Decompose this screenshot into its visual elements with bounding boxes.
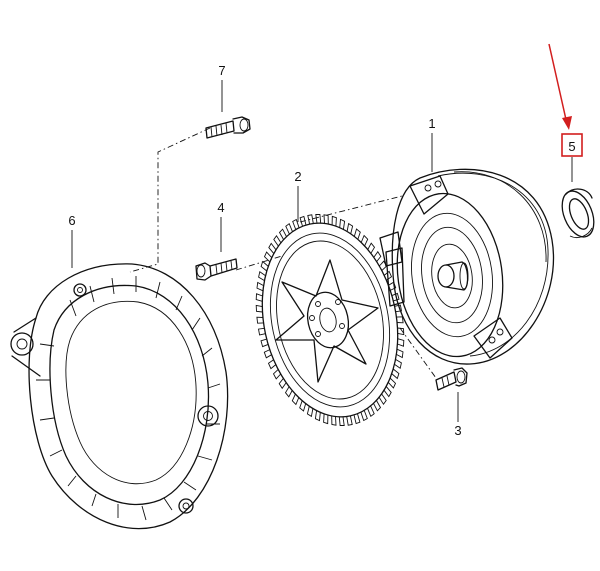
gear-tooth: [396, 316, 404, 324]
highlight-box: [561, 133, 583, 157]
housing-bolt-icon: [205, 116, 251, 139]
gear-tooth: [255, 304, 263, 313]
gear-tooth: [263, 349, 272, 359]
gear-tooth: [284, 386, 293, 398]
gear-tooth: [299, 400, 307, 412]
highlight-arrow: [548, 43, 572, 130]
gear-tooth: [256, 316, 264, 324]
gear-tooth: [373, 400, 382, 412]
gear-tooth: [278, 378, 287, 390]
gear-tooth: [299, 215, 307, 227]
gear-tooth: [260, 260, 269, 272]
gear-tooth: [306, 405, 314, 418]
gear-tooth: [291, 393, 300, 406]
gear-tooth: [256, 281, 264, 292]
gear-tooth: [353, 228, 361, 240]
gear-tooth: [346, 415, 353, 426]
gear-tooth: [378, 393, 387, 405]
gear-tooth: [285, 222, 293, 235]
gear-tooth: [383, 386, 392, 398]
gear-tooth: [331, 415, 337, 426]
alignment-lines: [129, 127, 437, 379]
gear-tooth: [323, 413, 329, 425]
part-label-5: 5: [568, 139, 575, 154]
gear-tooth: [367, 405, 375, 418]
part-label-2: 2: [294, 169, 301, 184]
gear-tooth: [273, 235, 282, 247]
gear-tooth: [278, 228, 287, 240]
gear-tooth: [338, 416, 345, 426]
gear-tooth: [391, 292, 400, 302]
gear-tooth: [260, 338, 269, 348]
torque-converter-icon: [379, 168, 555, 365]
gear-tooth: [353, 413, 361, 425]
part-label-6: 6: [68, 213, 75, 228]
gear-tooth: [307, 214, 314, 225]
seal-ring-icon: [561, 188, 595, 239]
part-label-3: 3: [454, 423, 461, 438]
gear-tooth: [394, 304, 403, 313]
gear-tooth: [397, 327, 405, 336]
gear-tooth: [360, 410, 368, 422]
gear-tooth: [258, 270, 266, 281]
gear-tooth: [292, 218, 300, 230]
flexplate-icon: [255, 214, 405, 426]
gear-tooth: [314, 410, 321, 422]
gear-tooth: [339, 218, 346, 230]
gear-tooth: [360, 234, 369, 247]
gear-tooth: [367, 242, 376, 254]
gear-tooth: [331, 215, 337, 227]
part-label-4: 4: [217, 200, 224, 215]
gear-tooth: [257, 327, 266, 336]
gear-tooth: [255, 293, 263, 302]
gear-tooth: [394, 359, 402, 370]
converter-bolt-icon: [435, 367, 468, 391]
gear-tooth: [268, 242, 277, 254]
gear-tooth: [396, 348, 404, 359]
flexplate-bolt-icon: [195, 258, 238, 281]
gear-tooth: [263, 251, 273, 263]
gear-tooth: [373, 250, 382, 262]
gear-tooth: [272, 369, 282, 380]
gear-tooth: [315, 214, 322, 224]
gear-tooth: [391, 368, 400, 380]
gear-tooth: [387, 377, 397, 389]
part-label-7: 7: [218, 63, 225, 78]
gear-tooth: [383, 270, 393, 281]
adapter-housing-icon: [10, 263, 229, 530]
gear-tooth: [267, 359, 277, 370]
gear-tooth: [323, 214, 329, 225]
gear-tooth: [378, 260, 388, 271]
gear-tooth: [388, 281, 397, 291]
gear-tooth: [346, 222, 354, 235]
gear-tooth: [397, 338, 405, 347]
part-label-1: 1: [428, 116, 435, 131]
leader-lines: [71, 80, 573, 422]
